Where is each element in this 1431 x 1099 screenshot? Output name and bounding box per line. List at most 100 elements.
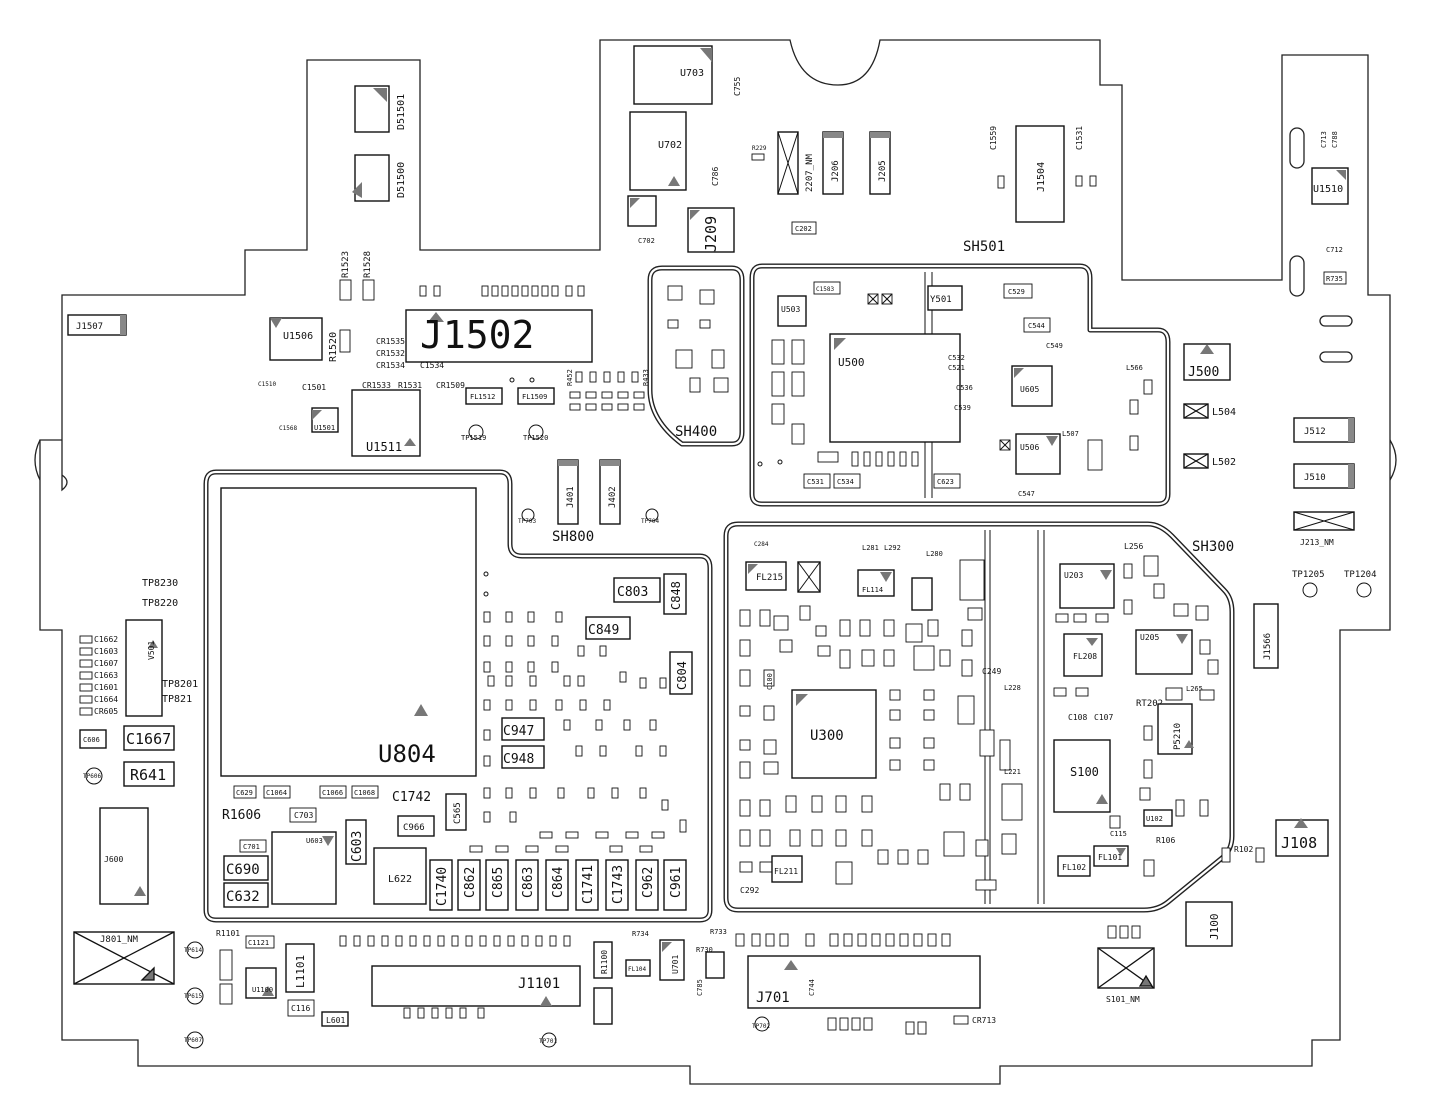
testpoint-tp702 (754, 1016, 770, 1032)
inductor-l504 (1183, 403, 1209, 419)
filter-fl215: FL215 (745, 561, 787, 591)
testpoint-tp704 (645, 508, 659, 522)
label-tp821: TP821 (162, 694, 192, 705)
label-cr1534: CR1534 (376, 361, 405, 370)
label-j510: J510 (1304, 473, 1326, 483)
label-c202: C202 (795, 225, 812, 233)
connector-j206: J206 (822, 131, 844, 195)
label-tp606: TP606 (83, 773, 101, 780)
connector-j510: J510 (1293, 463, 1355, 489)
label-l265: L265 (1186, 685, 1203, 693)
pad-fl211-top (911, 577, 933, 611)
label-c1531: C1531 (1075, 126, 1084, 150)
label-tp1204: TP1204 (1344, 570, 1377, 580)
label-c532: C532 (948, 354, 965, 362)
connector-j1566: J1566 (1253, 603, 1279, 669)
inductor-l1101: L1101 (285, 943, 315, 993)
ic-u804: U804 (220, 487, 477, 777)
label-r229: R229 (752, 145, 767, 152)
board-inner-rail-left (34, 439, 41, 481)
label-l292: L292 (884, 544, 901, 552)
slot-mark (1289, 127, 1305, 169)
pad-c116: C116 (287, 999, 315, 1017)
part-p5210: P5210 (1157, 703, 1194, 755)
label-u300: U300 (810, 728, 844, 744)
connector-j205: J205 (869, 131, 891, 195)
label-fl1512: FL1512 (470, 393, 495, 401)
label-c284: C284 (754, 541, 769, 548)
label-c1743: C1743 (611, 865, 626, 904)
cap-c632: C632 (223, 882, 269, 908)
label-u1506: U1506 (283, 331, 313, 342)
label-c531: C531 (807, 478, 824, 486)
cap-c603: C603 (345, 819, 367, 865)
cap-c804: C804 (669, 651, 693, 695)
label-u702: U702 (658, 140, 682, 151)
connector-j402: J402 (599, 459, 621, 525)
label-c966: C966 (403, 823, 425, 833)
label-tp1520: TP1520 (523, 434, 548, 442)
label-r1528: R1528 (363, 251, 373, 278)
ic-u1510: U1510 (1311, 167, 1349, 205)
label-u205: U205 (1140, 633, 1159, 642)
connector-j1101: J1101 (371, 965, 581, 1007)
pad (362, 279, 375, 301)
label-c1662: C1662 (94, 635, 118, 644)
pad (1221, 847, 1231, 863)
label-r1101: R1101 (216, 929, 240, 938)
label-j1101: J1101 (518, 976, 560, 992)
label-r730: R730 (696, 946, 713, 954)
label-c544: C544 (1028, 322, 1045, 330)
label-u603: U603 (306, 837, 323, 845)
label-l601: L601 (326, 1016, 345, 1025)
label-c536: C536 (956, 384, 973, 392)
label-j701: J701 (756, 990, 790, 1006)
label-c849: C849 (588, 623, 619, 638)
label-c1607: C1607 (94, 659, 118, 668)
label-j209: J209 (702, 216, 720, 252)
label-c539: C539 (954, 404, 971, 412)
label-c629: C629 (236, 789, 253, 797)
label-l221: L221 (1004, 768, 1021, 776)
connector-j1502: J1502 (405, 309, 593, 363)
label-c107: C107 (1094, 713, 1113, 722)
label-r452: R452 (566, 369, 574, 386)
ic-u603: U603 (271, 831, 337, 905)
pad-c701: C701 (239, 839, 267, 853)
label-p5210: P5210 (1173, 723, 1183, 750)
label-fl102: FL102 (1062, 863, 1086, 872)
label-j213: J213_NM (1300, 538, 1334, 547)
label-l504: L504 (1212, 407, 1236, 418)
label-c116: C116 (291, 1004, 310, 1013)
connector-j1507: J1507 (67, 314, 127, 336)
label-d51501: D51501 (396, 94, 407, 130)
label-l507: L507 (1062, 430, 1079, 438)
label-d51500: D51500 (396, 162, 407, 198)
label-c862: C862 (463, 867, 478, 898)
label-l502: L502 (1212, 457, 1236, 468)
label-l1101: L1101 (294, 955, 307, 988)
ic-u702: U702 C786 (629, 111, 720, 191)
label-tp614: TP614 (184, 947, 202, 954)
caps-bottom-row: C1740 C862 C865 C863 C864 C1741 C1743 C9… (429, 859, 687, 911)
pads-above-s101 (1107, 925, 1141, 939)
label-tp8220: TP8220 (142, 598, 178, 609)
cap-c565: C565 (445, 793, 467, 831)
ic-u203: U203 (1059, 563, 1115, 609)
connector-j207: 2207_NM (777, 131, 815, 195)
testpoint-tp607 (186, 1031, 204, 1049)
label-c100: C100 (766, 673, 774, 690)
connector-j701: J701 (747, 955, 981, 1009)
testpoint-tp615 (186, 987, 204, 1005)
label-c863: C863 (521, 867, 536, 898)
cap-column-c166x (79, 635, 93, 716)
testpoint-tp614 (186, 941, 204, 959)
label-c1741: C1741 (581, 865, 596, 904)
label-r102: R102 (1234, 845, 1253, 854)
cap-c690: C690 (223, 855, 269, 881)
label-u500: U500 (838, 356, 865, 369)
ic-u1501: U1501 (311, 407, 339, 433)
label-c565: C565 (453, 802, 463, 824)
label-j1504: J1504 (1036, 162, 1047, 192)
x-mark (867, 293, 1011, 451)
